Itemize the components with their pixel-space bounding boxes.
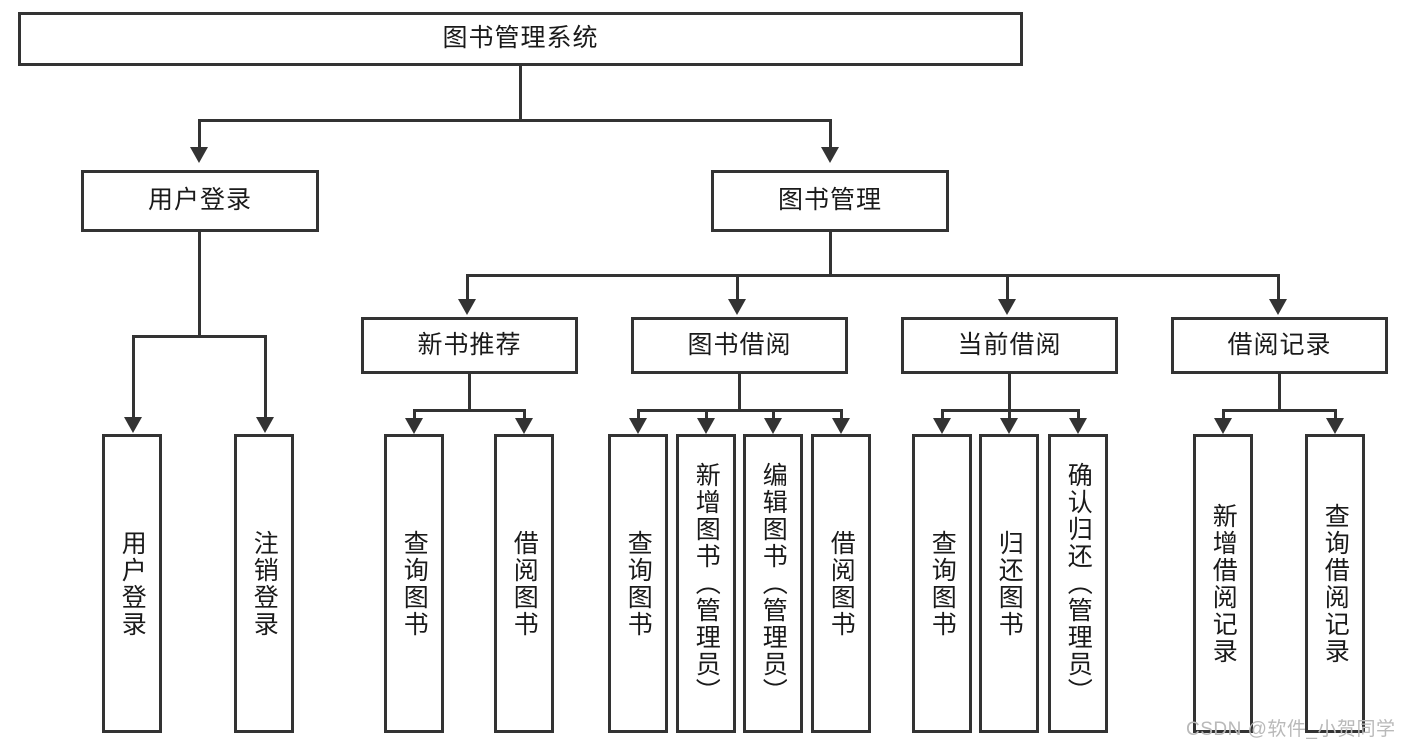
node-leaf-return-book-label: 归还图书	[995, 529, 1024, 638]
edge-bb-to-leaf2	[705, 409, 708, 420]
node-root[interactable]: 图书管理系统	[18, 12, 1023, 66]
node-new-book-recommend[interactable]: 新书推荐	[361, 317, 578, 374]
node-leaf-borrow-book-1-label: 借阅图书	[510, 529, 539, 638]
edge-book-manage-to-l3-2	[736, 274, 739, 301]
node-leaf-user-login-label: 用户登录	[118, 529, 147, 638]
node-leaf-query-record-label: 查询借阅记录	[1321, 502, 1350, 665]
arrow-br-to-leaf2	[1326, 418, 1344, 434]
edge-cb-to-leaf1	[941, 409, 944, 420]
arrow-book-manage-to-l3-1	[458, 299, 476, 315]
edge-bb-bus	[637, 409, 843, 412]
edge-cb-to-leaf3	[1077, 409, 1080, 420]
watermark-text: CSDN @软件_小贺同学	[1186, 719, 1396, 740]
edge-user-login-stem	[198, 232, 201, 335]
arrow-bb-to-leaf4	[832, 418, 850, 434]
edge-user-login-to-leaf1	[132, 335, 135, 419]
arrow-bb-to-leaf1	[629, 418, 647, 434]
node-user-login-label: 用户登录	[147, 186, 252, 215]
edge-bb-to-leaf3	[772, 409, 775, 420]
arrow-book-manage-to-l3-4	[1269, 299, 1287, 315]
node-leaf-borrow-book-2[interactable]: 借阅图书	[811, 434, 871, 733]
node-book-manage-label: 图书管理	[777, 186, 882, 215]
node-borrow-record-label: 借阅记录	[1227, 330, 1332, 359]
node-borrow-record[interactable]: 借阅记录	[1171, 317, 1388, 374]
edge-nbr-bus	[413, 409, 526, 412]
edge-nbr-to-leaf1	[413, 409, 416, 420]
edge-root-bus	[198, 119, 832, 122]
edge-book-manage-bus	[466, 274, 1280, 277]
node-current-borrow-label: 当前借阅	[957, 330, 1062, 359]
node-leaf-add-book-label: 新增图书（管理员）	[692, 462, 721, 705]
node-leaf-query-book-2-label: 查询图书	[624, 529, 653, 638]
node-book-borrow[interactable]: 图书借阅	[631, 317, 848, 374]
edge-cb-stem	[1008, 374, 1011, 409]
node-leaf-confirm-return-label: 确认归还（管理员）	[1064, 462, 1093, 705]
edge-root-stem	[519, 66, 522, 119]
edge-bb-stem	[738, 374, 741, 409]
node-leaf-borrow-book-2-label: 借阅图书	[827, 529, 856, 638]
node-leaf-query-book-3-label: 查询图书	[928, 529, 957, 638]
edge-cb-to-leaf2	[1008, 409, 1011, 420]
node-leaf-query-book-2[interactable]: 查询图书	[608, 434, 668, 733]
edge-book-manage-to-l3-3	[1006, 274, 1009, 301]
arrow-bb-to-leaf2	[697, 418, 715, 434]
edge-br-to-leaf1	[1222, 409, 1225, 420]
arrow-book-manage-to-l3-2	[728, 299, 746, 315]
edge-book-manage-stem	[829, 232, 832, 274]
edge-book-manage-to-l3-4	[1277, 274, 1280, 301]
node-leaf-query-book-1-label: 查询图书	[400, 529, 429, 638]
node-user-login[interactable]: 用户登录	[81, 170, 319, 232]
arrow-user-login-to-leaf2	[256, 417, 274, 433]
node-new-book-recommend-label: 新书推荐	[417, 330, 522, 359]
edge-br-to-leaf2	[1334, 409, 1337, 420]
node-book-manage[interactable]: 图书管理	[711, 170, 949, 232]
node-leaf-query-book-3[interactable]: 查询图书	[912, 434, 972, 733]
arrow-nbr-to-leaf2	[515, 418, 533, 434]
node-leaf-borrow-book-1[interactable]: 借阅图书	[494, 434, 554, 733]
node-book-borrow-label: 图书借阅	[687, 330, 792, 359]
node-root-label: 图书管理系统	[442, 24, 599, 53]
arrow-book-manage-to-l3-3	[998, 299, 1016, 315]
edge-br-bus	[1222, 409, 1337, 412]
node-current-borrow[interactable]: 当前借阅	[901, 317, 1118, 374]
node-leaf-add-record-label: 新增借阅记录	[1209, 502, 1238, 665]
arrow-root-to-user-login	[190, 147, 208, 163]
arrow-br-to-leaf1	[1214, 418, 1232, 434]
arrow-bb-to-leaf3	[764, 418, 782, 434]
edge-user-login-bus	[132, 335, 267, 338]
edge-nbr-to-leaf2	[523, 409, 526, 420]
node-leaf-return-book[interactable]: 归还图书	[979, 434, 1039, 733]
arrow-root-to-book-manage	[821, 147, 839, 163]
edge-root-to-user-login	[198, 119, 201, 149]
node-leaf-add-book[interactable]: 新增图书（管理员）	[676, 434, 736, 733]
node-leaf-add-record[interactable]: 新增借阅记录	[1193, 434, 1253, 733]
node-leaf-confirm-return[interactable]: 确认归还（管理员）	[1048, 434, 1108, 733]
edge-book-manage-to-l3-1	[466, 274, 469, 301]
edge-bb-to-leaf4	[840, 409, 843, 420]
node-leaf-logout[interactable]: 注销登录	[234, 434, 294, 733]
node-leaf-edit-book[interactable]: 编辑图书（管理员）	[743, 434, 803, 733]
arrow-cb-to-leaf2	[1000, 418, 1018, 434]
arrow-cb-to-leaf1	[933, 418, 951, 434]
edge-user-login-to-leaf2	[264, 335, 267, 419]
edge-root-to-book-manage	[829, 119, 832, 149]
node-leaf-query-record[interactable]: 查询借阅记录	[1305, 434, 1365, 733]
node-leaf-edit-book-label: 编辑图书（管理员）	[759, 462, 788, 705]
node-leaf-logout-label: 注销登录	[250, 529, 279, 638]
arrow-nbr-to-leaf1	[405, 418, 423, 434]
edge-br-stem	[1278, 374, 1281, 409]
node-leaf-user-login[interactable]: 用户登录	[102, 434, 162, 733]
arrow-user-login-to-leaf1	[124, 417, 142, 433]
edge-nbr-stem	[468, 374, 471, 409]
edge-bb-to-leaf1	[637, 409, 640, 420]
node-leaf-query-book-1[interactable]: 查询图书	[384, 434, 444, 733]
arrow-cb-to-leaf3	[1069, 418, 1087, 434]
